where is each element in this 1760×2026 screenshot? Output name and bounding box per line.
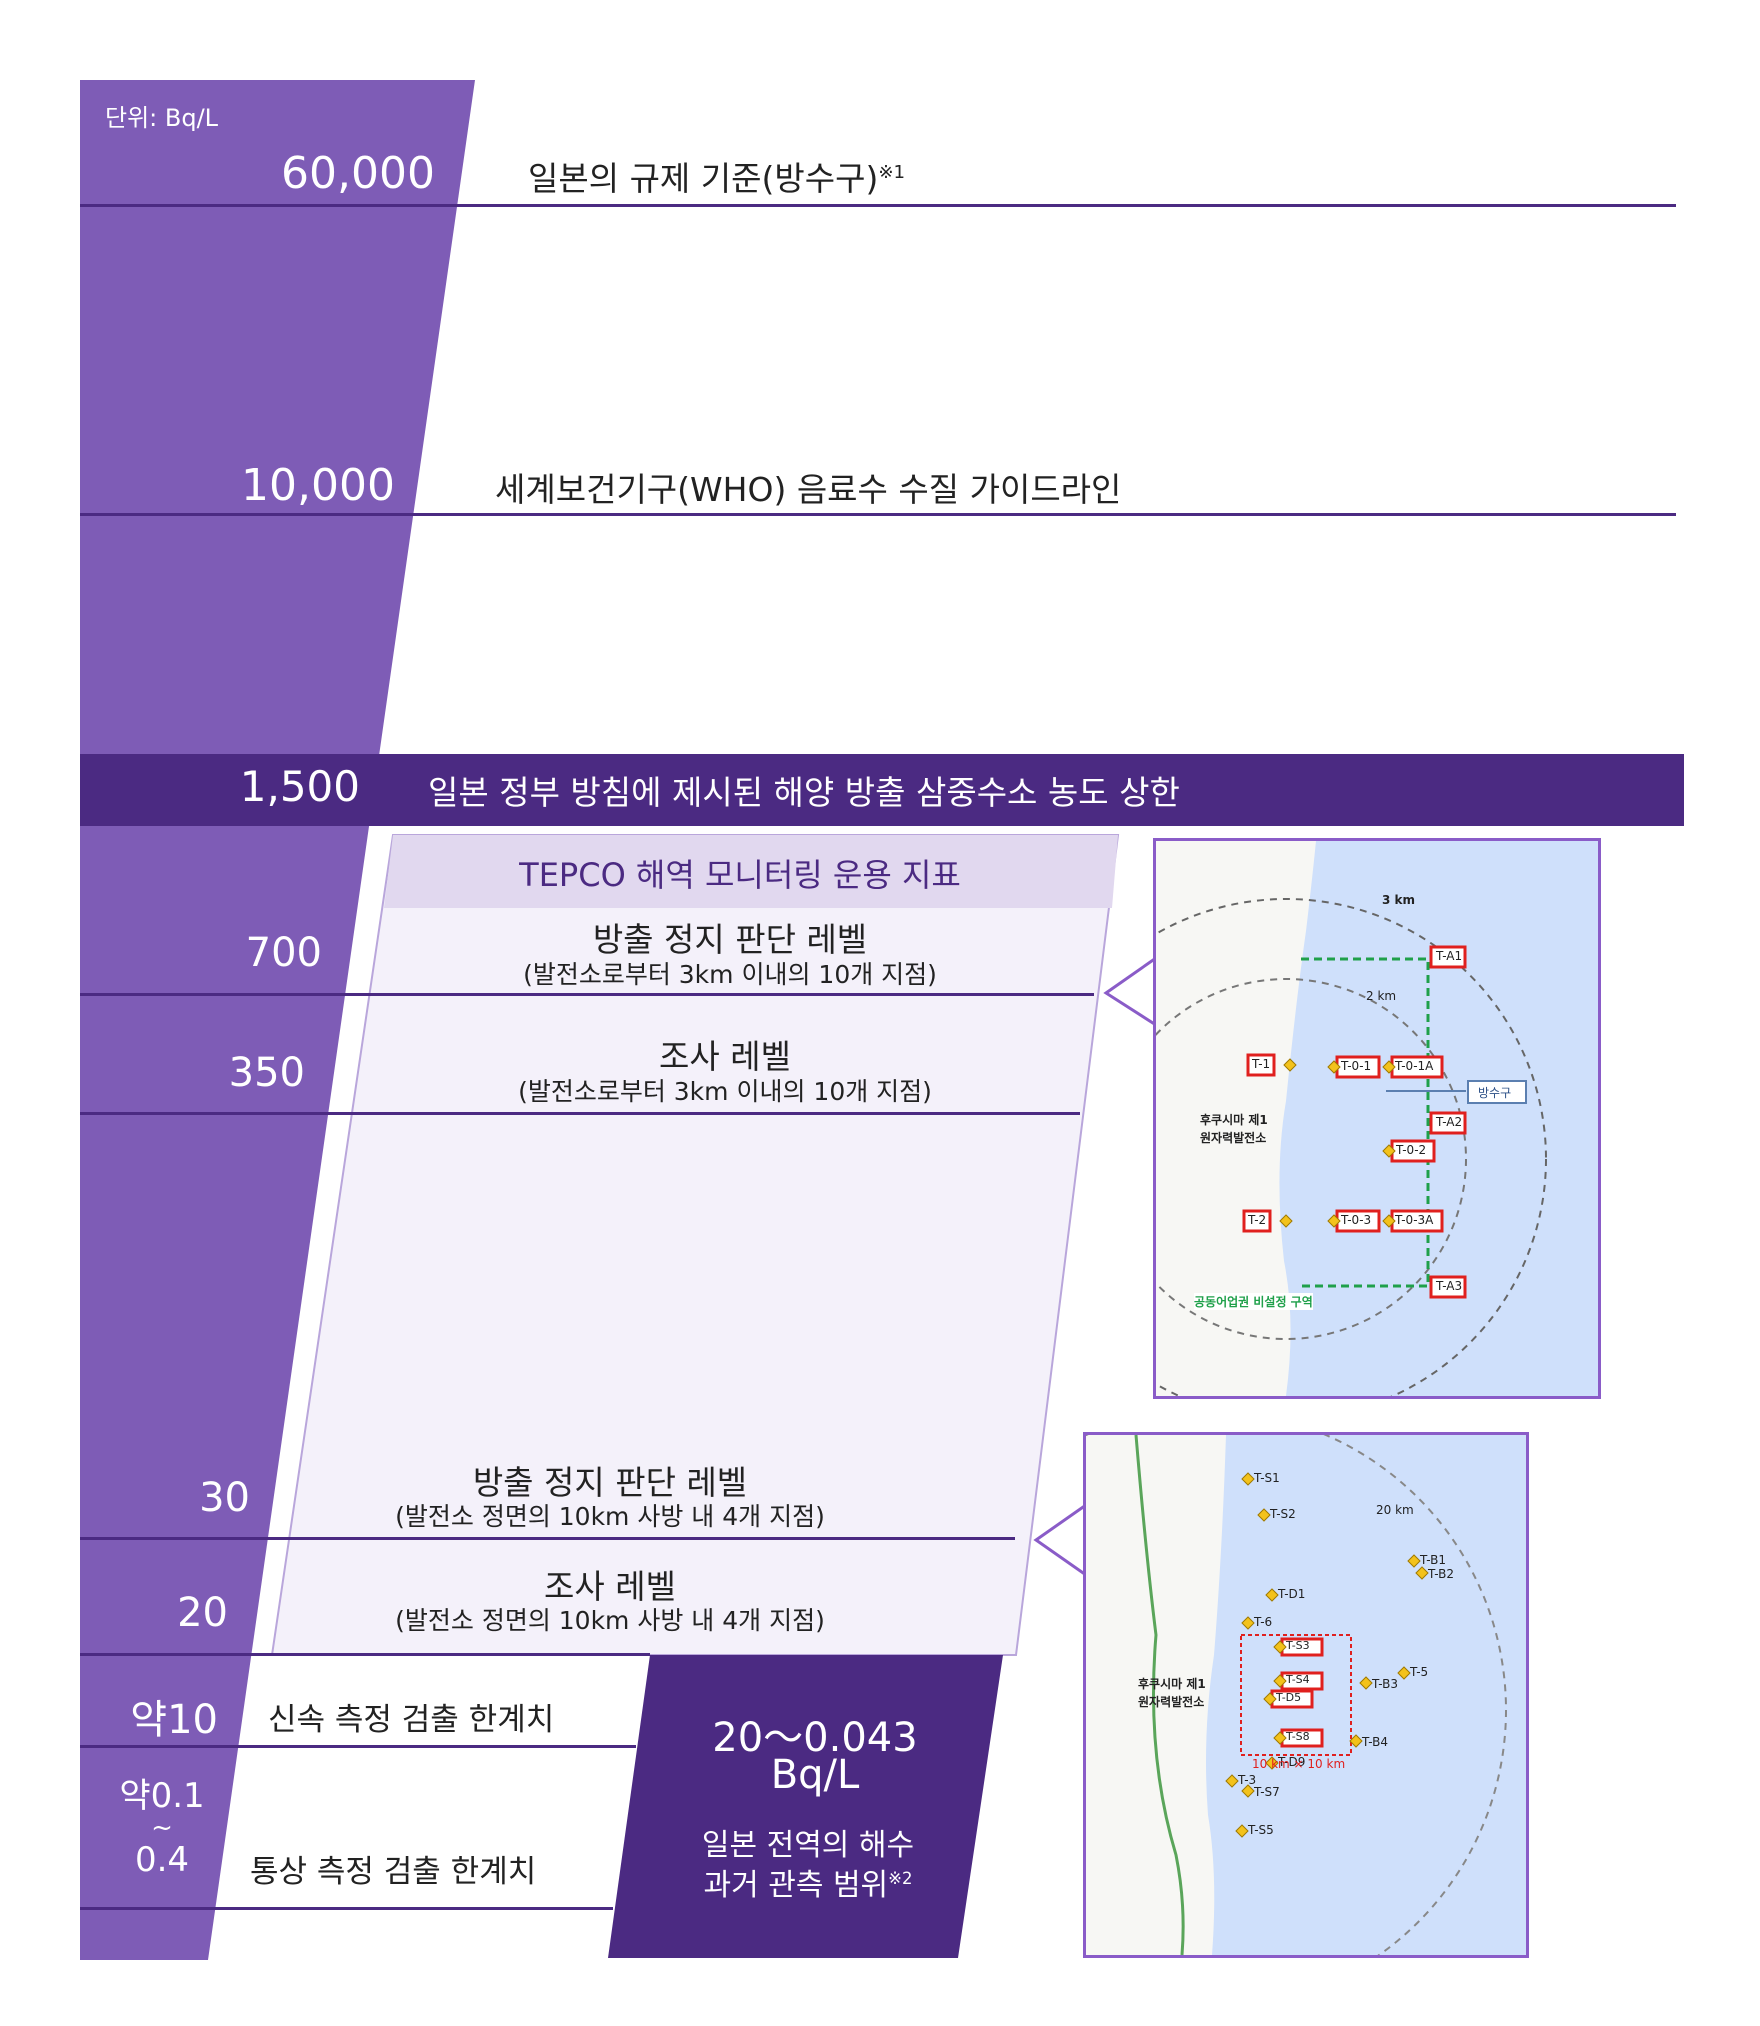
map2-point-TS8: T-S8 bbox=[1286, 1730, 1310, 1743]
level-value-low: 약0.1 bbox=[119, 1776, 205, 1816]
unit-label: 단위: Bq/L bbox=[105, 104, 219, 132]
map2-point-TB2: T-B2 bbox=[1428, 1567, 1454, 1581]
map2-square-label: 10 km × 10 km bbox=[1252, 1757, 1346, 1771]
note-1: ※1 bbox=[878, 162, 906, 183]
tepco-panel-title: TEPCO 해역 모니터링 운용 지표 bbox=[519, 856, 961, 894]
map2-point-TS3: T-S3 bbox=[1286, 1639, 1310, 1652]
map-3km: 3 km 2 km T-A1 T-1 T-0-1 T-0-1A T-A2 T-0… bbox=[1153, 838, 1601, 1399]
map-20km-graphic bbox=[1086, 1435, 1526, 1955]
callout-pointer-2 bbox=[1033, 1502, 1088, 1578]
map1-point-T01A: T-0-1A bbox=[1395, 1059, 1434, 1073]
tepco-item-4-sub: (발전소 정면의 10km 사방 내 4개 지점) bbox=[395, 1606, 825, 1635]
map2-point-TS1: T-S1 bbox=[1254, 1471, 1280, 1485]
tepco-item-2-sub: (발전소로부터 3km 이내의 10개 지점) bbox=[518, 1077, 932, 1106]
level-value-0.1-0.4: 약0.1 ~ 0.4 bbox=[102, 1776, 222, 1880]
divider-0.1 bbox=[80, 1907, 613, 1910]
level-value-60000: 60,000 bbox=[281, 148, 435, 199]
divider-30 bbox=[80, 1537, 1015, 1540]
map2-point-TS5: T-S5 bbox=[1248, 1823, 1274, 1837]
level-label-who: 세계보건기구(WHO) 음료수 수질 가이드라인 bbox=[495, 470, 1122, 509]
seawater-line2: 과거 관측 범위※2 bbox=[628, 1860, 988, 1904]
map-3km-graphic bbox=[1156, 841, 1598, 1396]
map1-point-T01: T-0-1 bbox=[1341, 1059, 1372, 1073]
map1-point-T1: T-1 bbox=[1252, 1057, 1271, 1071]
seawater-line2-text: 과거 관측 범위 bbox=[703, 1868, 889, 1903]
divider-60000 bbox=[80, 204, 1676, 207]
map2-radius-label: 20 km bbox=[1376, 1503, 1414, 1517]
divider-350 bbox=[80, 1112, 1080, 1115]
level-label-limit: 일본 정부 방침에 제시된 해양 방출 삼중수소 농도 상한 bbox=[428, 773, 1180, 812]
map2-point-TS4: T-S4 bbox=[1286, 1673, 1310, 1686]
tepco-item-3-sub: (발전소 정면의 10km 사방 내 4개 지점) bbox=[395, 1502, 825, 1531]
map-20km: 20 km T-S1 T-S2 T-D1 T-6 T-B1 T-B2 T-5 T… bbox=[1083, 1432, 1529, 1958]
seawater-range: 20〜0.043 bbox=[712, 1715, 918, 1761]
level-value-tilde: ~ bbox=[151, 1813, 173, 1843]
scale-column bbox=[80, 80, 475, 1960]
map1-plant-line1: 후쿠시마 제1 bbox=[1200, 1113, 1268, 1127]
map2-point-TD5: T-D5 bbox=[1276, 1691, 1302, 1704]
map1-outlet-label: 방수구 bbox=[1478, 1086, 1512, 1100]
seawater-unit: Bq/L bbox=[770, 1752, 860, 1798]
map2-point-TD1: T-D1 bbox=[1278, 1587, 1306, 1601]
tepco-item-3-title: 방출 정지 판단 레벨 bbox=[472, 1463, 748, 1502]
tepco-panel-header bbox=[384, 835, 1118, 908]
map1-point-T03A: T-0-3A bbox=[1395, 1213, 1434, 1227]
map2-point-T3: T-3 bbox=[1238, 1773, 1257, 1787]
level-value-700: 700 bbox=[245, 930, 322, 976]
level-label-normal: 통상 측정 검출 한계치 bbox=[250, 1854, 537, 1890]
tepco-item-1-sub: (발전소로부터 3km 이내의 10개 지점) bbox=[523, 960, 937, 989]
map1-zone-label: 공동어업권 비설정 구역 bbox=[1194, 1293, 1313, 1310]
divider-10 bbox=[80, 1745, 636, 1748]
seawater-line1: 일본 전역의 해수 bbox=[701, 1828, 915, 1863]
map1-point-TA1: T-A1 bbox=[1436, 949, 1463, 963]
map2-point-T6: T-6 bbox=[1254, 1615, 1273, 1629]
map2-point-TB1: T-B1 bbox=[1420, 1553, 1446, 1567]
level-value-10: 약10 bbox=[130, 1697, 218, 1743]
limit-band bbox=[80, 754, 1684, 826]
map1-point-T2: T-2 bbox=[1248, 1213, 1267, 1227]
level-value-high: 0.4 bbox=[134, 1840, 190, 1880]
seawater-range-box bbox=[608, 1655, 1003, 1958]
level-value-350: 350 bbox=[228, 1050, 305, 1096]
level-label-rapid: 신속 측정 검출 한계치 bbox=[268, 1702, 555, 1738]
level-value-10000: 10,000 bbox=[241, 460, 395, 511]
divider-700 bbox=[80, 993, 1094, 996]
map1-2km-label: 2 km bbox=[1366, 989, 1397, 1003]
level-value-1500: 1,500 bbox=[239, 762, 360, 811]
map2-point-TB4: T-B4 bbox=[1362, 1735, 1388, 1749]
callout-pointer-1 bbox=[1103, 955, 1158, 1028]
tepco-item-2-title: 조사 레벨 bbox=[659, 1037, 791, 1076]
map2-point-TS7: T-S7 bbox=[1254, 1785, 1280, 1799]
map1-point-TA3: T-A3 bbox=[1436, 1279, 1463, 1293]
map2-plant-line1: 후쿠시마 제1 bbox=[1138, 1677, 1206, 1691]
divider-20 bbox=[80, 1653, 650, 1656]
level-label-regulation: 일본의 규제 기준(방수구)※1 bbox=[528, 152, 905, 200]
map1-point-TA2: T-A2 bbox=[1436, 1115, 1463, 1129]
tepco-item-1-title: 방출 정지 판단 레벨 bbox=[592, 920, 868, 959]
map1-point-T02: T-0-2 bbox=[1396, 1143, 1427, 1157]
map1-point-T03: T-0-3 bbox=[1341, 1213, 1372, 1227]
map1-plant-line2: 원자력발전소 bbox=[1200, 1131, 1267, 1145]
map2-point-TS2: T-S2 bbox=[1270, 1507, 1296, 1521]
level-value-20: 20 bbox=[177, 1590, 228, 1636]
level-value-30: 30 bbox=[199, 1475, 250, 1521]
map1-3km-label: 3 km bbox=[1382, 893, 1416, 907]
divider-10000 bbox=[80, 513, 1676, 516]
map2-point-TD9: T-D9 bbox=[1278, 1755, 1306, 1769]
map2-plant-line2: 원자력발전소 bbox=[1138, 1695, 1205, 1709]
tepco-item-4-title: 조사 레벨 bbox=[544, 1567, 676, 1606]
note-2: ※2 bbox=[888, 1869, 913, 1888]
map2-point-TB3: T-B3 bbox=[1372, 1677, 1398, 1691]
map2-point-T5: T-5 bbox=[1410, 1665, 1429, 1679]
regulation-text: 일본의 규제 기준(방수구) bbox=[528, 159, 879, 198]
